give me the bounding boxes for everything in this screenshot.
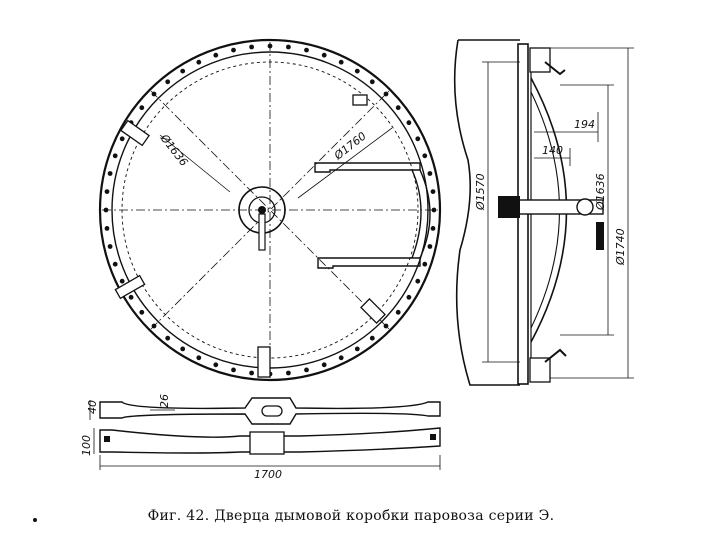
- rim-bolt: [139, 309, 145, 315]
- strap-boss: [249, 431, 285, 455]
- rim-bolt: [369, 335, 375, 341]
- rim-bolt: [354, 346, 360, 352]
- bottom-latch: [544, 348, 567, 363]
- spindle-nut: [576, 198, 594, 216]
- smokebox-outline: [453, 39, 520, 386]
- rim-bolt: [422, 261, 428, 267]
- spindle-handle: [596, 222, 604, 250]
- top-hinge: [529, 47, 551, 73]
- rim-bolt: [415, 136, 421, 142]
- spindle-hub: [498, 196, 520, 218]
- rim-bolt: [304, 367, 309, 373]
- side-dim-bolt-circle: Ø1636: [594, 173, 607, 211]
- reinforcing-straps: [314, 162, 431, 269]
- door-front-view: Ø1760 Ø1636: [98, 38, 442, 382]
- figure-caption: Фиг. 42. Дверца дымовой коробки паровоза…: [147, 508, 555, 524]
- strap-pin-right: [430, 434, 436, 440]
- side-dim-depth-total: 194: [574, 118, 595, 131]
- rim-bolt: [112, 153, 118, 159]
- rim-bolt: [196, 355, 202, 361]
- rim-bolt: [231, 47, 236, 53]
- rim-bolt: [180, 68, 186, 74]
- rim-bolt: [422, 153, 428, 159]
- rim-bolt: [338, 59, 344, 65]
- side-dim-outer: Ø1740: [614, 228, 627, 266]
- rim-bolt: [112, 261, 118, 267]
- rim-bolt: [395, 105, 401, 111]
- rim-bolt: [304, 47, 309, 53]
- rim-bolt: [321, 52, 327, 58]
- rim-bolt: [427, 171, 433, 176]
- rim-bolt: [369, 79, 375, 85]
- rim-bolt: [231, 367, 236, 373]
- strap-dim-thickness-bottom: 100: [80, 435, 93, 456]
- strap-dim-gap: 26: [158, 394, 171, 408]
- strap-views: 40 26 100 1700: [80, 394, 441, 481]
- rim-bolt: [415, 278, 421, 284]
- rim-bolt: [139, 105, 145, 111]
- front-dim-bolt-circle: Ø1636: [157, 131, 190, 169]
- rim-bolt: [180, 346, 186, 352]
- hub-handle: [258, 213, 266, 251]
- rim-bolt: [406, 120, 412, 126]
- rim-bolt: [128, 294, 134, 300]
- rim-bolt: [321, 362, 327, 368]
- rim-bolt: [249, 370, 255, 376]
- rim-bolt: [196, 59, 202, 65]
- rim-bolt: [213, 362, 219, 368]
- rim-bolt: [430, 226, 436, 231]
- rim-bolt: [395, 309, 401, 315]
- centre-lines: [102, 42, 438, 378]
- side-dim-opening: Ø1570: [474, 173, 487, 211]
- hub-center: [258, 206, 266, 214]
- bottom-hinge: [529, 357, 551, 383]
- front-dim-outer-ring: Ø1760: [331, 130, 369, 163]
- rim-bolt: [104, 189, 110, 195]
- outer-ring: [98, 38, 442, 382]
- rim-bolt: [107, 244, 113, 249]
- strap-dimension-lines: [89, 400, 441, 470]
- rim-bolt: [427, 244, 433, 249]
- rim-bolt: [107, 171, 113, 176]
- door-side-view: 194 140 Ø1570 Ø1636 Ø1740: [453, 39, 634, 386]
- side-dimension-lines: [482, 47, 634, 379]
- top-latch: [544, 61, 566, 76]
- strap-plan: [99, 397, 441, 425]
- rim-bolt: [165, 335, 171, 341]
- strap-slot: [261, 405, 283, 417]
- strap-elevation: [99, 427, 441, 454]
- strap-pin-left: [104, 436, 110, 442]
- rim-bolt: [338, 355, 344, 361]
- rim-bolt: [406, 294, 412, 300]
- rim-bolt: [119, 278, 125, 284]
- rim-bolt: [213, 52, 219, 58]
- rim-bolt: [119, 136, 125, 142]
- rim-bolt: [430, 189, 436, 195]
- leader-1636: [159, 134, 231, 193]
- rim-clamps: [114, 94, 386, 378]
- rim-bolt: [165, 79, 171, 85]
- rim-bolt: [286, 44, 291, 50]
- strap-dim-length: 1700: [254, 468, 282, 481]
- strap-dim-thickness-top: 40: [86, 400, 99, 414]
- rim-bolt: [286, 370, 291, 376]
- rim-bolt: [354, 68, 360, 74]
- side-dim-depth-inner: 140: [542, 144, 563, 157]
- margin-mark: [33, 518, 37, 522]
- rim-bolt: [104, 226, 110, 231]
- rim-bolt: [249, 44, 255, 50]
- leader-1760: [297, 127, 393, 199]
